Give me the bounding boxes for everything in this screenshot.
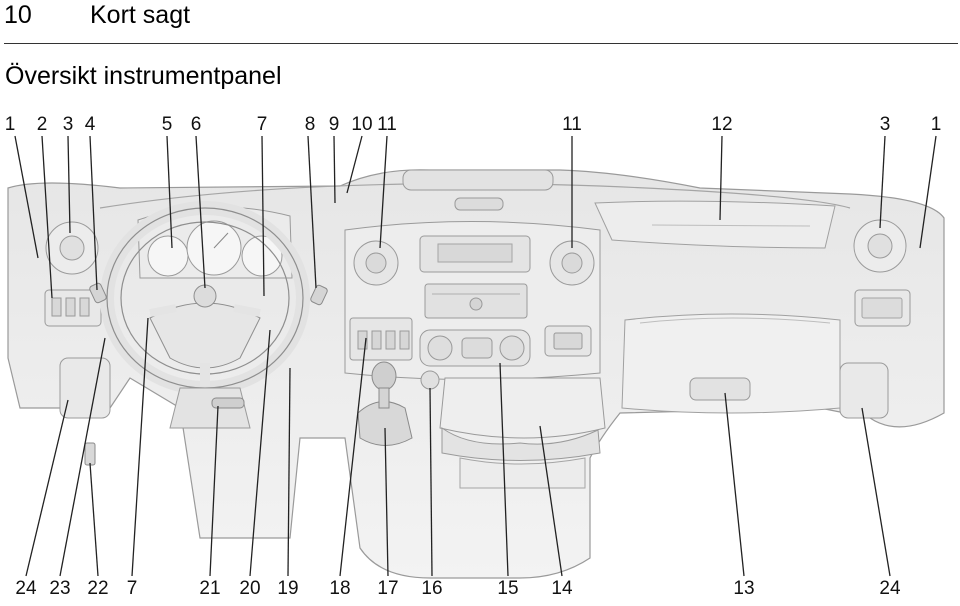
callout-top-9: 9 [329, 114, 340, 135]
page-number: 10 [4, 1, 32, 29]
callout-bottom-20: 20 [239, 578, 260, 599]
callout-top-5: 5 [162, 114, 173, 135]
cup-holders [441, 427, 601, 461]
page-heading: Översikt instrumentpanel [5, 62, 282, 90]
callout-top-11a: 11 [377, 114, 397, 135]
callout-top-10: 10 [351, 114, 372, 135]
callout-top-8: 8 [305, 114, 316, 135]
callout-top-3: 3 [63, 114, 74, 135]
callout-bottom-23: 23 [49, 578, 70, 599]
power-outlet [420, 370, 440, 390]
callout-bottom-21: 21 [199, 578, 220, 599]
callout-top-3b: 3 [880, 114, 891, 135]
glovebox-handle [689, 377, 751, 401]
callout-top-12: 12 [711, 114, 732, 135]
section-title: Kort sagt [90, 1, 191, 29]
page-header: 10 Kort sagt [0, 0, 960, 44]
callout-bottom-16: 16 [421, 578, 442, 599]
pedal [211, 397, 245, 409]
callout-top-7: 7 [257, 114, 268, 135]
right-storage [839, 362, 889, 419]
callout-top-2: 2 [37, 114, 48, 135]
callout-bottom-18: 18 [329, 578, 350, 599]
callout-top-1b: 1 [931, 114, 942, 135]
callout-top-1: 1 [5, 114, 16, 135]
callout-bottom-13: 13 [733, 578, 754, 599]
callout-bottom-14: 14 [551, 578, 573, 599]
right-stalk [310, 284, 328, 306]
callout-top-6: 6 [191, 114, 202, 135]
left-storage [59, 357, 111, 419]
callout-bottom-24a: 24 [15, 578, 37, 599]
gear-knob [371, 361, 397, 391]
lower-tray [439, 377, 606, 439]
top-callouts: 1 2 3 4 5 6 7 8 9 10 11 11 12 3 1 [5, 114, 942, 135]
header-rule [4, 43, 958, 44]
dashboard-illustration: 1 2 3 4 5 6 7 8 9 10 11 11 12 3 1 24 23 … [5, 114, 945, 599]
bonnet-release [84, 442, 96, 466]
callout-bottom-7: 7 [127, 578, 138, 599]
left-stalk [89, 282, 107, 304]
callout-bottom-22: 22 [87, 578, 108, 599]
gauge-right [241, 235, 283, 277]
passenger-airbag-panel [594, 200, 836, 249]
callout-bottom-19: 19 [277, 578, 298, 599]
callout-bottom-17: 17 [377, 578, 398, 599]
callout-top-11b: 11 [562, 114, 582, 135]
bottom-callouts: 24 23 22 7 21 20 19 18 17 16 15 14 13 24 [15, 578, 901, 599]
gauge-left [147, 235, 189, 277]
callout-bottom-24b: 24 [879, 578, 901, 599]
callout-top-4: 4 [85, 114, 96, 135]
callout-leaders [14, 135, 937, 577]
gear-boot [357, 401, 413, 446]
callout-bottom-15: 15 [497, 578, 518, 599]
